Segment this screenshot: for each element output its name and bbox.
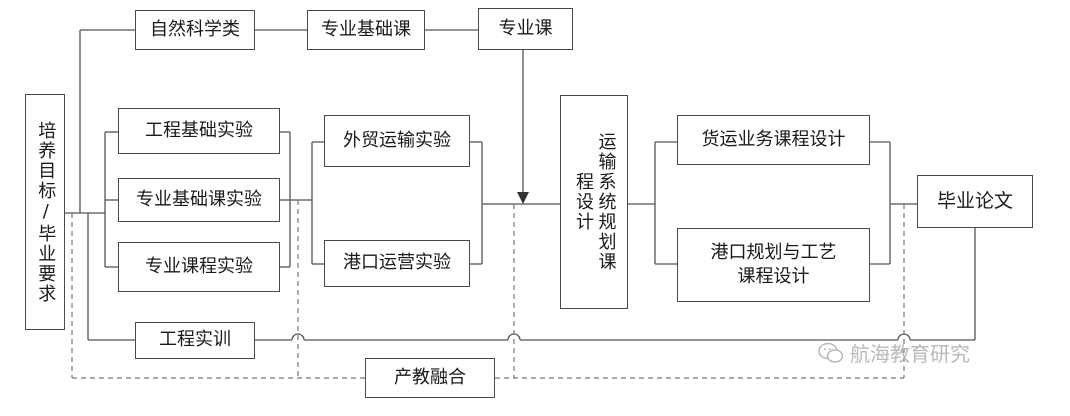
- node-transport-planning: 运输系统规划课程设计: [560, 95, 628, 309]
- node-freight-design: 货运业务课程设计: [677, 115, 870, 165]
- node-thesis: 毕业论文: [917, 175, 1033, 228]
- watermark: 航海教育研究: [818, 338, 970, 367]
- node-trade-transport-exp: 外贸运输实验: [324, 115, 470, 167]
- node-major-foundation-exp: 专业基础课实验: [118, 178, 280, 222]
- node-major-foundation: 专业基础课: [307, 10, 425, 50]
- node-eng-training: 工程实训: [135, 322, 255, 359]
- node-eng-foundation-exp: 工程基础实验: [118, 108, 280, 154]
- node-industry-education: 产教融合: [365, 358, 495, 398]
- node-major-course-exp: 专业课程实验: [118, 242, 280, 292]
- arrow-head-icon: [517, 192, 529, 204]
- watermark-text: 航海教育研究: [850, 342, 970, 366]
- node-goals: 培养目标/毕业要求: [25, 94, 65, 330]
- node-port-ops-exp: 港口运营实验: [324, 240, 470, 287]
- wechat-icon: [818, 342, 844, 363]
- node-major-course: 专业课: [478, 8, 573, 50]
- node-port-planning-design: 港口规划与工艺课程设计: [677, 228, 870, 302]
- node-natural-science: 自然科学类: [135, 10, 255, 50]
